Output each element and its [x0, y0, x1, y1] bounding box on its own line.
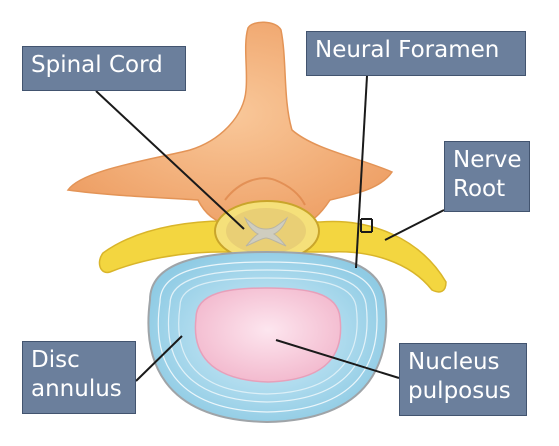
leader-disc-annulus	[135, 335, 183, 382]
label-nerve-root-line1: Nerve	[453, 147, 522, 173]
spinal-cord	[214, 200, 320, 262]
label-disc-annulus-line1: Disc	[31, 347, 80, 373]
neural-foramen-marker	[360, 218, 373, 233]
label-disc-annulus-line2: annulus	[31, 376, 122, 402]
label-spinal-cord: Spinal Cord	[22, 46, 186, 91]
leader-nucleus-pulposus	[275, 339, 400, 379]
label-nerve-root-line2: Root	[453, 176, 506, 202]
label-nucleus-pulposus-line2: pulposus	[408, 378, 511, 404]
label-neural-foramen: Neural Foramen	[306, 31, 526, 76]
label-disc-annulus: Disc annulus	[22, 341, 136, 414]
label-nucleus-pulposus: Nucleus pulposus	[399, 343, 527, 416]
label-nucleus-pulposus-line1: Nucleus	[408, 349, 500, 375]
label-neural-foramen-text: Neural Foramen	[315, 37, 500, 63]
leader-spinal-cord	[95, 90, 245, 230]
leader-neural-foramen	[355, 75, 368, 269]
label-nerve-root: Nerve Root	[444, 141, 530, 212]
nucleus-pulposus	[194, 287, 342, 383]
label-spinal-cord-text: Spinal Cord	[31, 52, 163, 78]
leader-nerve-root	[384, 209, 445, 241]
